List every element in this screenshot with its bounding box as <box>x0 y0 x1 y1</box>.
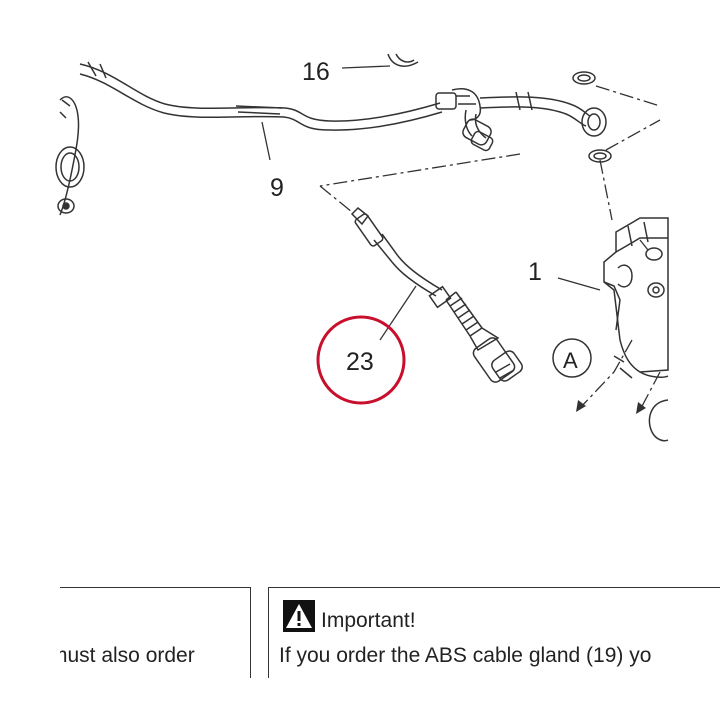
callout-16: 16 <box>302 58 330 86</box>
brake-line-9 <box>79 61 607 152</box>
important-label: Important! <box>321 609 416 632</box>
sensor-bellows <box>445 291 483 337</box>
part-16-fragment <box>387 53 419 67</box>
housing-fragment-left <box>55 96 85 216</box>
note-box-left: must also order <box>60 587 251 678</box>
parts-diagram: 16 9 1 A 23 <box>55 53 669 442</box>
warning-triangle-icon <box>283 600 315 632</box>
highlight-circle <box>316 315 406 405</box>
important-text: If you order the ABS cable gland (19) yo <box>279 644 652 667</box>
abs-unit <box>603 217 669 442</box>
callout-1: 1 <box>528 258 542 286</box>
abs-sensor-23 <box>350 206 523 383</box>
arrow-down-left-2 <box>636 402 646 414</box>
view-a-marker <box>552 338 592 378</box>
arrow-down-left-1 <box>576 400 586 412</box>
callout-23: 23 <box>346 348 374 376</box>
seal-rings <box>572 71 612 163</box>
note-left-text: must also order <box>60 644 195 667</box>
direction-arrows <box>576 400 646 414</box>
assembly-lines <box>319 85 661 411</box>
leader-lines <box>261 65 601 341</box>
important-header: Important! <box>283 600 416 632</box>
callout-9: 9 <box>270 174 284 202</box>
view-a-label: A <box>563 348 578 373</box>
note-box-important: Important! If you order the ABS cable gl… <box>268 587 720 678</box>
